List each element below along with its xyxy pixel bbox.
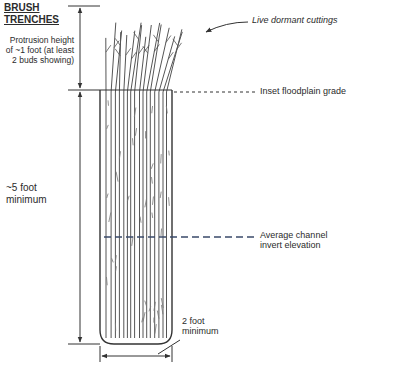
trench-fill-mark — [154, 302, 156, 311]
cutting-stem — [124, 35, 127, 338]
trench-fill-mark — [155, 324, 156, 334]
cutting-twig — [134, 32, 139, 39]
floodplain-grade-leader — [174, 92, 256, 93]
callout-label: Inset floodplain grade — [260, 86, 400, 96]
cutting-stem — [135, 25, 142, 338]
trench-fill-mark — [116, 172, 118, 182]
trench-fill-mark — [166, 106, 167, 114]
cutting-twig — [115, 49, 120, 56]
cutting-twig — [106, 45, 111, 52]
trench-fill-mark — [161, 298, 163, 308]
cutting-stem — [105, 38, 106, 338]
diagram-title: BRUSH TRENCHES — [4, 2, 62, 25]
trench-fill-mark — [112, 258, 114, 262]
cutting-twig — [166, 35, 171, 42]
dimension-label: ~5 foot minimum — [6, 182, 70, 205]
bottom-tick — [68, 344, 100, 345]
trench-fill-mark — [149, 307, 151, 312]
trench-fill-mark — [115, 255, 116, 262]
cutting-stem — [155, 28, 170, 338]
width-dimension — [102, 356, 170, 357]
trench-fill-mark — [160, 229, 162, 237]
trench-fill-mark — [151, 163, 153, 168]
grade-tick — [68, 90, 100, 91]
width-leader — [158, 340, 180, 354]
top-tick — [68, 6, 100, 7]
cutting-twig — [168, 52, 173, 59]
cutting-stem — [163, 32, 182, 338]
dimension-label: 2 foot minimum — [182, 316, 234, 337]
cutting-twig — [143, 46, 148, 53]
trench-fill-mark — [145, 131, 146, 138]
channel-invert-line — [104, 236, 256, 238]
trench-fill-mark — [145, 301, 147, 306]
width-extension — [100, 346, 101, 362]
trench-fill-mark — [140, 217, 141, 223]
cutting-twig — [115, 38, 120, 45]
trench-fill-mark — [160, 192, 161, 198]
cuttings-leader — [206, 22, 248, 32]
cutting-twig — [139, 47, 144, 54]
callout-label: Average channel invert elevation — [260, 230, 344, 251]
trench-fill-mark — [115, 266, 117, 271]
dormant-cuttings — [106, 23, 183, 338]
cutting-twig — [126, 48, 131, 55]
cutting-twig — [153, 35, 158, 42]
cutting-stem — [147, 23, 160, 338]
trench-fill-mark — [134, 108, 136, 118]
trench-fill-mark — [135, 128, 136, 136]
callout-label: Live dormant cuttings — [252, 15, 402, 25]
trench-fill-mark — [127, 196, 129, 201]
trench-fill-mark — [157, 311, 159, 319]
trench-fill-mark — [132, 138, 134, 145]
trench-fill-mark — [151, 213, 153, 218]
trench-fill-mark — [145, 199, 147, 208]
trench-fill-mark — [115, 323, 116, 331]
trench-fill-mark — [106, 277, 108, 285]
cutting-stem — [167, 29, 182, 338]
trench-fill-mark — [119, 151, 120, 158]
trench-fill-mark — [132, 236, 133, 246]
trench-fill-mark — [168, 197, 170, 206]
depth-dimension — [80, 92, 81, 342]
cutting-twig — [173, 39, 178, 46]
trench-fill-mark — [160, 154, 162, 163]
trench-fill-mark — [108, 100, 109, 105]
trench-fill-mark — [153, 318, 154, 323]
trench-fill-mark — [143, 312, 145, 321]
width-extension — [172, 346, 173, 362]
trench-fill-mark — [107, 125, 109, 129]
grade-line — [100, 89, 172, 90]
cutting-stem — [119, 32, 120, 338]
trench-fill-mark — [168, 151, 170, 156]
cutting-twig — [114, 41, 119, 48]
cutting-stem — [115, 31, 121, 339]
trench-fill-mark — [142, 318, 143, 323]
dimension-label: Protrusion height of ~1 foot (at least 2… — [4, 36, 74, 65]
trench-fill-mark — [151, 177, 153, 184]
protrusion-dimension — [80, 8, 81, 88]
trench-fill-mark — [107, 194, 108, 198]
trench-fill-mark — [151, 106, 153, 113]
trench-fill-mark — [152, 197, 153, 205]
trench-fill-mark — [109, 213, 111, 222]
